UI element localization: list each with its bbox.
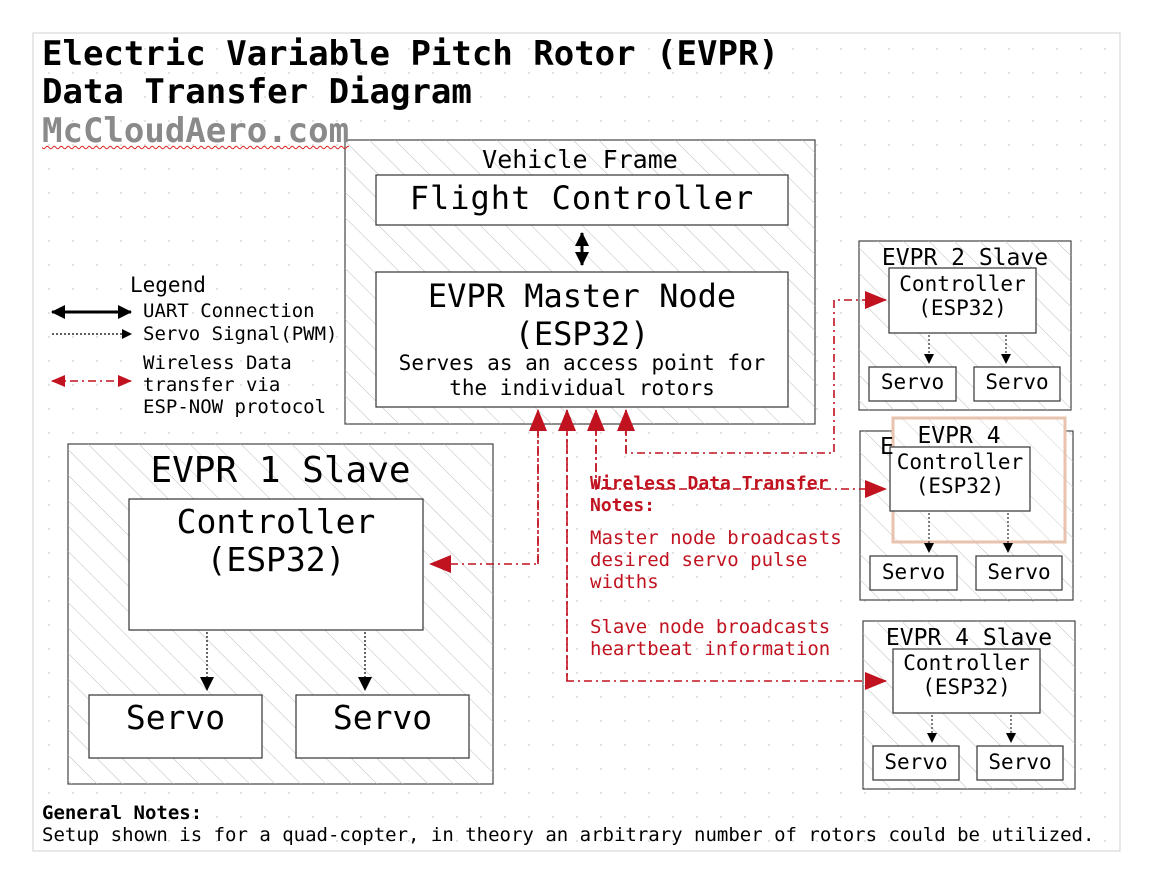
legend-wireless-label-2: transfer via [143, 374, 281, 396]
master-node-label: EVPR Master Node [427, 277, 737, 315]
wireless-link-slave2 [625, 291, 887, 454]
slave2-servo-b: Servo [985, 370, 1049, 394]
slave3-overlay-title: EVPR 4 [917, 423, 1001, 449]
slave2-controller-chip: (ESP32) [918, 296, 1007, 320]
wireless-notes-p2-2: heartbeat information [590, 638, 831, 660]
slave4-servo-a-box [872, 745, 960, 781]
slave2-servo-a: Servo [880, 370, 945, 394]
slave1-controller-chip: (ESP32) [206, 540, 346, 579]
slave4-servo-a: Servo [884, 750, 948, 774]
slave1-servo-a-box [88, 694, 263, 759]
slave3-servo-b: Servo [987, 560, 1051, 584]
page-subtitle: Data Transfer Diagram [42, 72, 472, 112]
wireless-notes-p2-1: Slave node broadcasts [590, 616, 831, 638]
slave1-controller-label: Controller [176, 502, 376, 541]
legend-title: Legend [130, 273, 206, 297]
flight-controller-box [375, 174, 789, 226]
slave2-title: EVPR 2 Slave [881, 245, 1049, 271]
slave2-servo-b-box [973, 366, 1061, 402]
master-node-desc-1: Serves as an access point for [398, 351, 766, 375]
slave2-controller-label: Controller [899, 272, 1026, 296]
slave3-controller-label: Controller [896, 450, 1024, 474]
slave1-servo-b-box [295, 694, 470, 759]
general-notes-text: Setup shown is for a quad-copter, in the… [42, 824, 1095, 846]
slave2-controller-box [888, 267, 1037, 334]
wireless-notes-heading-2: Notes: [590, 495, 656, 516]
slave1-servo-a: Servo [125, 698, 226, 737]
page-title: Electric Variable Pitch Rotor (EVPR) [42, 34, 779, 74]
wireless-notes-p1-2: desired servo pulse [590, 549, 808, 571]
slave4-controller-chip: (ESP32) [922, 675, 1011, 699]
slave4-controller-label: Controller [903, 651, 1030, 675]
master-node-desc-2: the individual rotors [449, 376, 715, 400]
slave3-controller-chip: (ESP32) [915, 474, 1005, 498]
wireless-notes-p1-3: widths [590, 571, 659, 593]
slave3-title-partial: E [880, 434, 894, 460]
slave4-title: EVPR 4 Slave [885, 625, 1053, 651]
general-notes-heading: General Notes: [42, 802, 203, 824]
slave1-controller-box [128, 498, 424, 631]
site-name: McCloudAero.com [42, 111, 350, 151]
vehicle-frame-label: Vehicle Frame [482, 145, 678, 174]
wireless-notes-heading-1: Wireless Data Transfer [590, 473, 829, 494]
slave3-servo-a-box [869, 555, 958, 591]
slave3-servo-a: Servo [881, 560, 946, 584]
slave4-servo-b: Servo [988, 750, 1052, 774]
slave4-controller-box [892, 648, 1041, 714]
legend-wireless-label-3: ESP-NOW protocol [143, 396, 327, 418]
slave1-servo-b: Servo [332, 698, 433, 737]
slave4-servo-b-box [976, 745, 1064, 781]
wireless-notes-p1-1: Master node broadcasts [590, 527, 842, 549]
legend-wireless-label-1: Wireless Data [143, 352, 292, 374]
master-node-chip: (ESP32) [514, 315, 650, 353]
slave2-servo-a-box [868, 366, 957, 402]
wireless-links [429, 291, 887, 690]
slave1-title: EVPR 1 Slave [150, 450, 411, 491]
slave3-servo-b-box [975, 555, 1063, 591]
master-node-box [375, 271, 789, 408]
legend-uart-label: UART Connection [143, 300, 315, 322]
legend-servo-label: Servo Signal(PWM) [143, 323, 338, 345]
slave3-controller-box [889, 446, 1031, 512]
flight-controller-label: Flight Controller [409, 179, 755, 217]
